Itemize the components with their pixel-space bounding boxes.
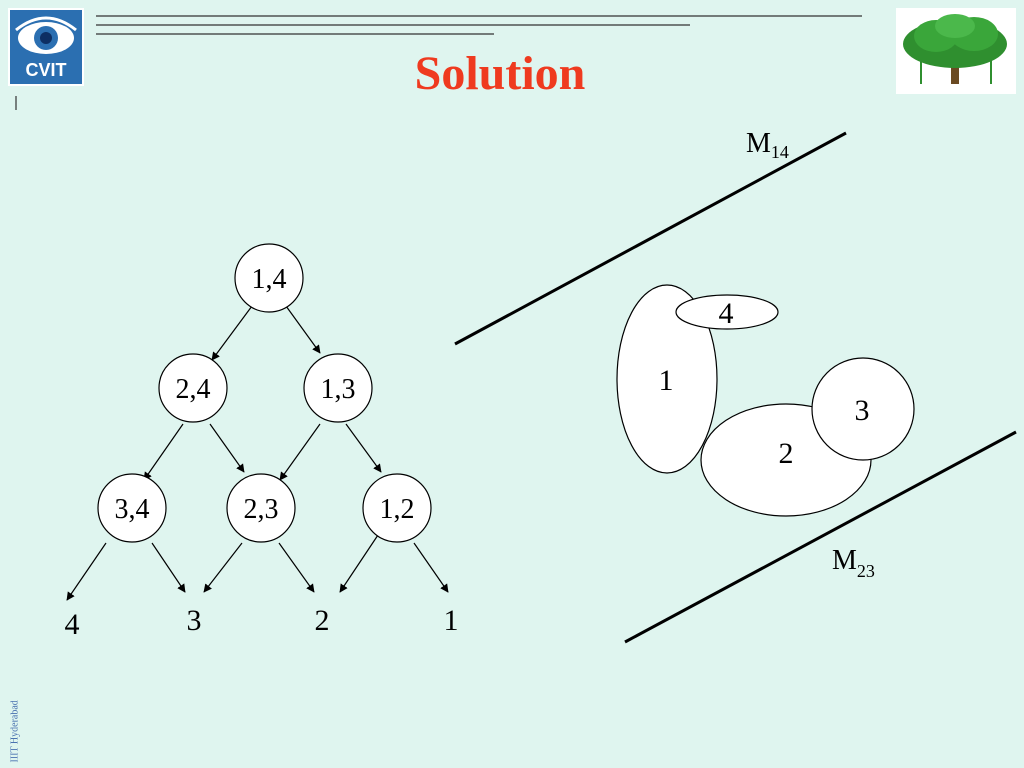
leaf-2: 2 — [315, 604, 330, 637]
tree-node-label: 3,4 — [115, 494, 150, 525]
cluster-2-label: 2 — [779, 437, 794, 470]
line-m14-label: M14 — [746, 128, 789, 162]
cluster-1-label: 1 — [659, 364, 674, 397]
line-m14 — [454, 131, 847, 346]
edge-12-1 — [413, 542, 449, 593]
partition-lines: M14 M23 — [454, 128, 1017, 644]
cluster-1 — [616, 284, 718, 474]
cvit-logo-text: CVIT — [25, 60, 66, 80]
leaf-4: 4 — [65, 608, 80, 641]
tree-logo — [896, 8, 1016, 94]
edge-14-13 — [285, 305, 321, 354]
cluster-4-label: 4 — [719, 297, 734, 330]
cluster-3 — [811, 357, 915, 461]
edge-13-12 — [345, 423, 382, 473]
line-m23-label: M23 — [832, 545, 875, 581]
header-rules — [15, 15, 862, 110]
edge-34-4 — [66, 542, 107, 601]
leaf-3: 3 — [187, 604, 202, 637]
tree-node-label: 2,4 — [176, 374, 211, 405]
edge-23-2 — [278, 542, 315, 593]
tree-node-label: 1,4 — [252, 264, 287, 295]
tree-node-2-4: 2,4 — [158, 353, 228, 423]
tree-node-1-2: 1,2 — [362, 473, 432, 543]
edge-13-23 — [279, 423, 321, 481]
tree-edges — [66, 305, 449, 601]
edge-23-3 — [203, 542, 243, 593]
cluster-4 — [675, 294, 779, 330]
eye-icon: CVIT — [15, 16, 77, 80]
line-m23 — [624, 430, 1017, 644]
edge-34-3 — [151, 542, 186, 593]
tree-nodes: 1,4 2,4 1,3 3,4 2,3 1,2 — [97, 243, 432, 543]
tree-leaves: 4 3 2 1 — [65, 604, 459, 641]
tree-node-2-3: 2,3 — [226, 473, 296, 543]
leaf-1: 1 — [444, 604, 459, 637]
tree-node-1-3: 1,3 — [303, 353, 373, 423]
tree-node-label: 2,3 — [244, 494, 279, 525]
tree-node-label: 1,2 — [380, 494, 415, 525]
edge-24-23 — [209, 423, 245, 473]
edge-14-24 — [211, 305, 253, 361]
page-title: Solution — [414, 47, 586, 100]
edge-12-2 — [339, 534, 379, 593]
cluster-3-label: 3 — [855, 394, 870, 427]
edge-24-34 — [143, 423, 184, 481]
clusters: 1 2 3 4 — [616, 284, 915, 517]
tree-node-3-4: 3,4 — [97, 473, 167, 543]
tree-node-label: 1,3 — [321, 374, 356, 405]
tree-node-1-4: 1,4 — [234, 243, 304, 313]
tree-icon — [903, 14, 1007, 84]
cvit-logo: CVIT — [8, 8, 84, 86]
